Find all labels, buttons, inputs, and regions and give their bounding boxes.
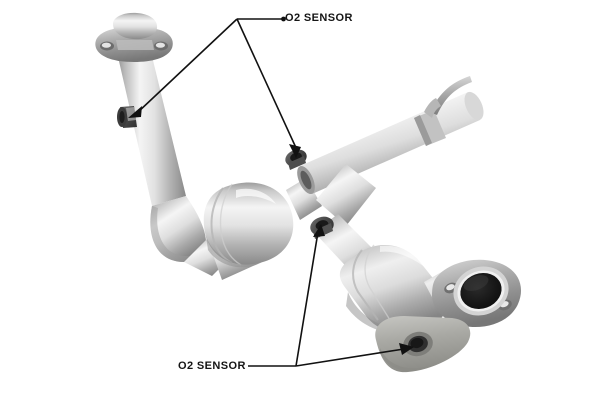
left-converter-highlight bbox=[236, 188, 276, 204]
clamp-band bbox=[414, 110, 446, 146]
rear-converter-assembly bbox=[310, 214, 522, 373]
left-converter-body bbox=[203, 182, 294, 265]
leader-top-arrow-left bbox=[128, 106, 142, 118]
leader-top-dot bbox=[281, 16, 286, 22]
upper-crossover-assembly bbox=[285, 76, 484, 226]
hanger-rod-foot bbox=[424, 98, 441, 118]
outlet-bolt-hole-left-highlight bbox=[446, 284, 455, 291]
leader-top-branch-right bbox=[236, 18, 298, 151]
right-converter-body bbox=[339, 244, 448, 334]
leader-lines-top bbox=[136, 18, 298, 151]
right-catalytic-converter bbox=[339, 244, 448, 334]
bracket-shield bbox=[375, 316, 471, 373]
outlet-bore-sheen bbox=[463, 275, 489, 291]
leader-bottom-arrow-right bbox=[399, 343, 414, 355]
left-converter-seam-2 bbox=[219, 183, 242, 266]
leader-bottom-arrow-up bbox=[313, 224, 325, 237]
upper-pipe-end-cap bbox=[464, 91, 484, 121]
outlet-flange bbox=[432, 259, 522, 328]
bracket-shadow bbox=[380, 348, 428, 371]
right-converter-shadow bbox=[346, 292, 424, 334]
flange-neck bbox=[113, 12, 158, 40]
leader-lines-bottom bbox=[248, 231, 405, 367]
bracket-o2-bung-bore bbox=[410, 337, 424, 349]
left-converter-outlet-neck bbox=[286, 178, 322, 220]
left-converter-seam-1 bbox=[210, 187, 233, 264]
upper-crossover-pipe bbox=[300, 92, 480, 194]
left-converter-shadow bbox=[206, 236, 262, 268]
right-converter-highlight bbox=[380, 245, 426, 268]
crossover-left-bore bbox=[300, 170, 312, 190]
label-o2-sensor-top: O2 SENSOR bbox=[285, 12, 353, 24]
clamp-band-edge bbox=[414, 115, 432, 146]
label-o2-sensor-bottom: O2 SENSOR bbox=[178, 360, 246, 372]
front-downpipe-assembly bbox=[95, 12, 322, 280]
leader-top-arrow-right bbox=[289, 144, 301, 158]
mid-diagonal-pipe bbox=[316, 164, 376, 226]
leader-bottom-branch-right bbox=[295, 348, 405, 367]
right-converter-seam-2 bbox=[364, 244, 391, 321]
flange-bolt-hole-right-highlight bbox=[155, 42, 165, 48]
u-bend-shading bbox=[150, 206, 208, 262]
right-converter-seam-1 bbox=[352, 249, 379, 321]
front-o2-bung bbox=[117, 106, 137, 128]
front-downpipe bbox=[116, 48, 186, 206]
flange-bolt-hole-left-highlight bbox=[101, 42, 111, 48]
flange-neck-base bbox=[116, 40, 154, 50]
leader-bottom-branch-up bbox=[295, 231, 319, 367]
left-catalytic-converter bbox=[203, 178, 322, 280]
leader-top-branch-left bbox=[136, 18, 238, 114]
